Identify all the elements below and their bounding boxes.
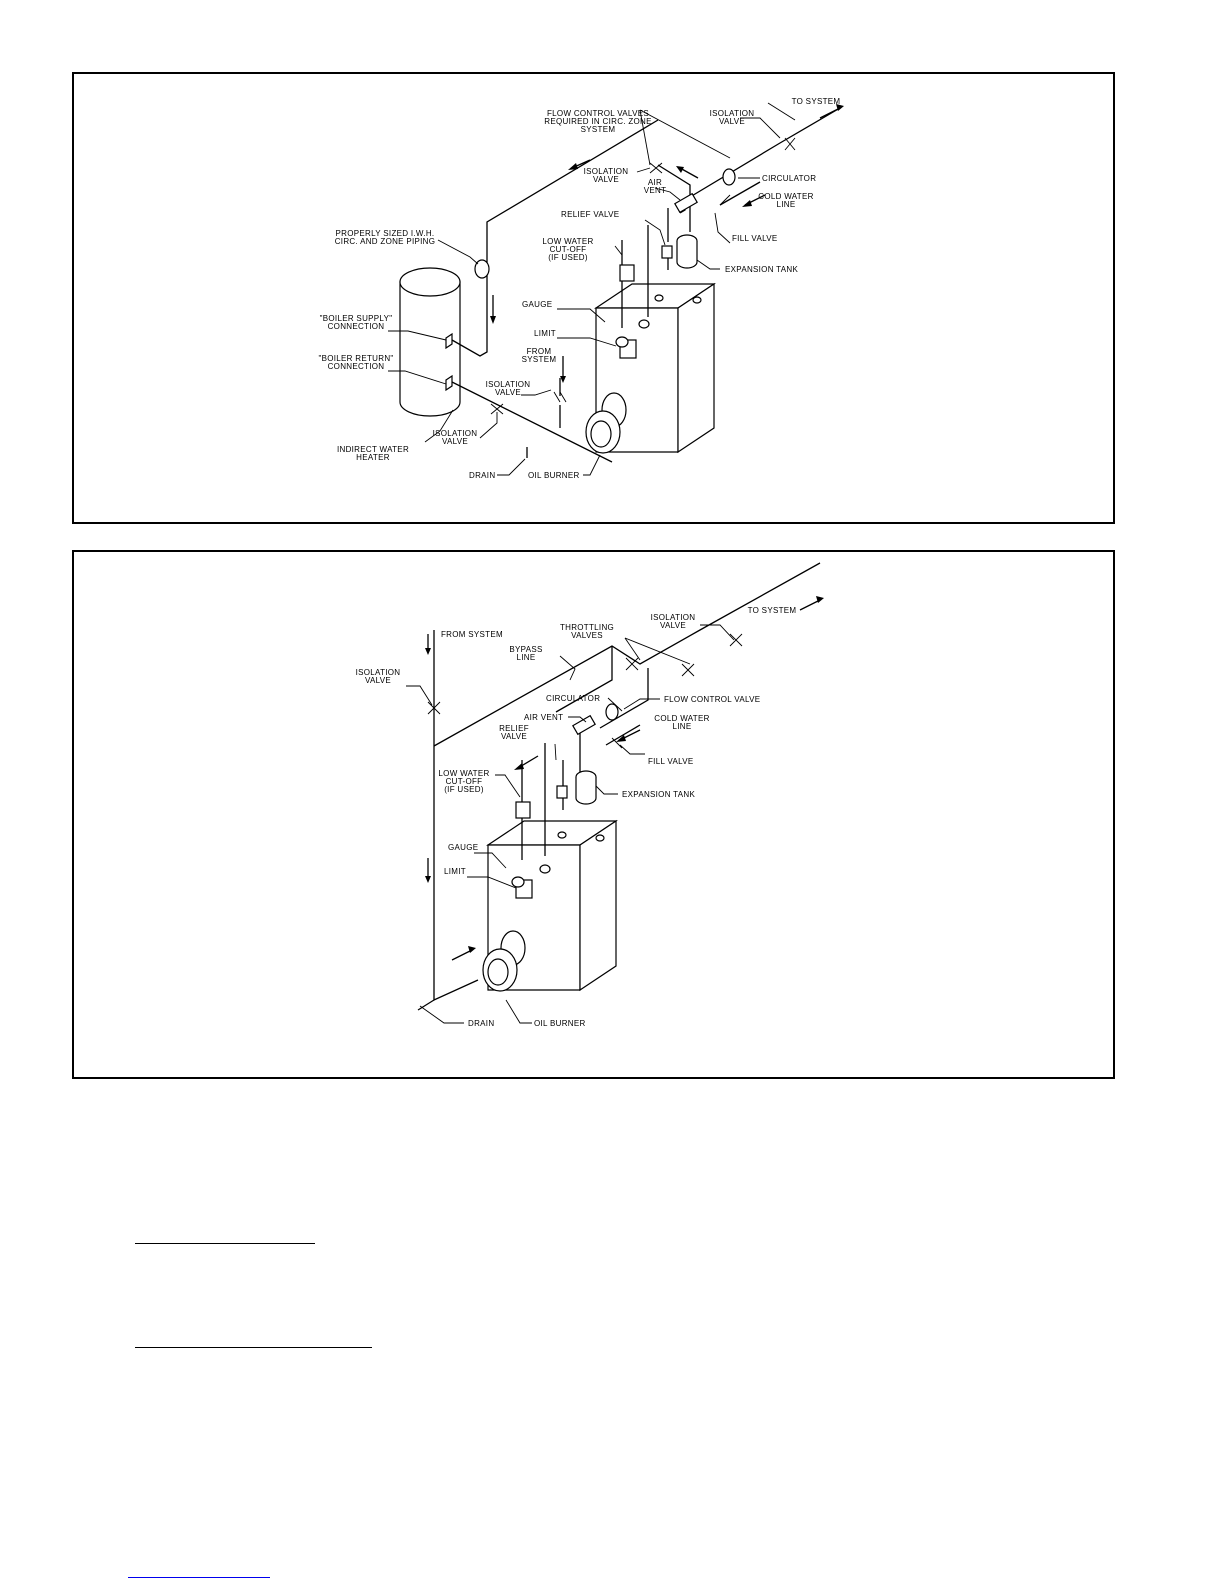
label-low-water-cutoff-b-1: LOW WATER: [438, 769, 489, 778]
label-low-water-cutoff-2: CUT-OFF: [550, 245, 587, 254]
label-low-water-cutoff-3: (IF USED): [548, 253, 588, 262]
limit-control-bottom: [511, 876, 533, 899]
label-limit-b: LIMIT: [444, 867, 466, 876]
label-boiler-return-1: "BOILER RETURN": [318, 354, 393, 363]
label-cold-water-line-2: LINE: [777, 200, 796, 209]
limit-control: [615, 336, 637, 359]
label-boiler-supply-2: CONNECTION: [328, 322, 385, 331]
label-isolation-valve-return-1: ISOLATION: [486, 380, 531, 389]
label-drain-b: DRAIN: [468, 1019, 494, 1028]
label-from-system-1: FROM: [527, 347, 552, 356]
label-to-system: TO SYSTEM: [792, 97, 841, 106]
components-bottom: [427, 633, 743, 819]
label-throttling-valves-2: VALVES: [571, 631, 603, 640]
label-low-water-cutoff-1: LOW WATER: [542, 237, 593, 246]
oil-burner: [585, 392, 627, 454]
flow-arrows-bottom: [425, 596, 824, 961]
label-relief-valve-b-1: RELIEF: [499, 724, 529, 733]
label-gauge: GAUGE: [522, 300, 552, 309]
oil-burner-bottom: [482, 930, 526, 992]
label-isolation-valve-return-2: VALVE: [495, 388, 521, 397]
label-cold-water-line-b-2: LINE: [673, 722, 692, 731]
label-flow-control-valve: FLOW CONTROL VALVE: [664, 695, 760, 704]
label-expansion-tank-b: EXPANSION TANK: [622, 790, 695, 799]
label-low-water-cutoff-b-2: CUT-OFF: [446, 777, 483, 786]
label-isolation-valve-top-1: ISOLATION: [710, 109, 755, 118]
label-isolation-valve-bottom-2: VALVE: [442, 437, 468, 446]
label-fill-valve: FILL VALVE: [732, 234, 778, 243]
label-isolation-valve-top-2: VALVE: [719, 117, 745, 126]
label-oil-burner-b: OIL BURNER: [534, 1019, 586, 1028]
label-low-water-cutoff-b-3: (IF USED): [444, 785, 484, 794]
label-isolation-valve-left-2: VALVE: [365, 676, 391, 685]
label-circulator-b: CIRCULATOR: [546, 694, 600, 703]
leader-lines-bottom: [406, 624, 735, 1024]
label-flow-control-valves-2: REQUIRED IN CIRC. ZONE: [544, 117, 652, 126]
label-expansion-tank: EXPANSION TANK: [725, 265, 798, 274]
label-properly-sized-2: CIRC. AND ZONE PIPING: [335, 237, 436, 246]
boiler-cabinet: [594, 282, 716, 454]
label-isolation-valve-top-b-2: VALVE: [660, 621, 686, 630]
indirect-water-heater: [399, 267, 461, 417]
label-flow-control-valves-3: SYSTEM: [581, 125, 616, 134]
label-from-system-b: FROM SYSTEM: [441, 630, 503, 639]
label-oil-burner: OIL BURNER: [528, 471, 580, 480]
label-fill-valve-b: FILL VALVE: [648, 757, 694, 766]
label-cold-water-line-1: COLD WATER: [758, 192, 813, 201]
components-top: [474, 137, 796, 415]
label-limit: LIMIT: [534, 329, 556, 338]
footer-link-underline[interactable]: [128, 1577, 270, 1578]
heading-underline-1: [135, 1243, 315, 1244]
label-relief-valve: RELIEF VALVE: [561, 210, 619, 219]
label-indirect-water-heater-2: HEATER: [356, 453, 390, 462]
label-gauge-b: GAUGE: [448, 843, 478, 852]
diagram-panel-bypass-piping: [72, 550, 1115, 1079]
label-indirect-water-heater-1: INDIRECT WATER: [337, 445, 409, 454]
label-air-vent-b: AIR VENT: [524, 713, 563, 722]
label-isolation-valve-mid-1: ISOLATION: [584, 167, 629, 176]
label-bypass-line-2: LINE: [517, 653, 536, 662]
labels-top: FLOW CONTROL VALVES REQUIRED IN CIRC. ZO…: [318, 97, 840, 480]
label-boiler-return-2: CONNECTION: [328, 362, 385, 371]
label-relief-valve-b-2: VALVE: [501, 732, 527, 741]
label-air-vent-1: AIR: [648, 178, 662, 187]
heading-underline-2: [135, 1347, 372, 1348]
label-drain: DRAIN: [469, 471, 495, 480]
leader-lines-top: [388, 102, 796, 476]
label-cold-water-line-b-1: COLD WATER: [654, 714, 709, 723]
label-properly-sized-1: PROPERLY SIZED I.W.H.: [336, 229, 435, 238]
label-throttling-valves-1: THROTTLING: [560, 623, 614, 632]
label-boiler-supply-1: "BOILER SUPPLY": [320, 314, 393, 323]
label-isolation-valve-top-b-1: ISOLATION: [651, 613, 696, 622]
label-air-vent-2: VENT: [644, 186, 667, 195]
label-to-system-b: TO SYSTEM: [748, 606, 797, 615]
label-isolation-valve-left-1: ISOLATION: [356, 668, 401, 677]
label-bypass-line-1: BYPASS: [509, 645, 542, 654]
label-isolation-valve-bottom-1: ISOLATION: [433, 429, 478, 438]
label-flow-control-valves-1: FLOW CONTROL VALVES: [547, 109, 649, 118]
label-circulator: CIRCULATOR: [762, 174, 816, 183]
labels-bottom: TO SYSTEM ISOLATION VALVE THROTTLING VAL…: [356, 606, 797, 1028]
flow-arrows-top: [490, 104, 844, 383]
label-isolation-valve-mid-2: VALVE: [593, 175, 619, 184]
label-from-system-2: SYSTEM: [522, 355, 557, 364]
